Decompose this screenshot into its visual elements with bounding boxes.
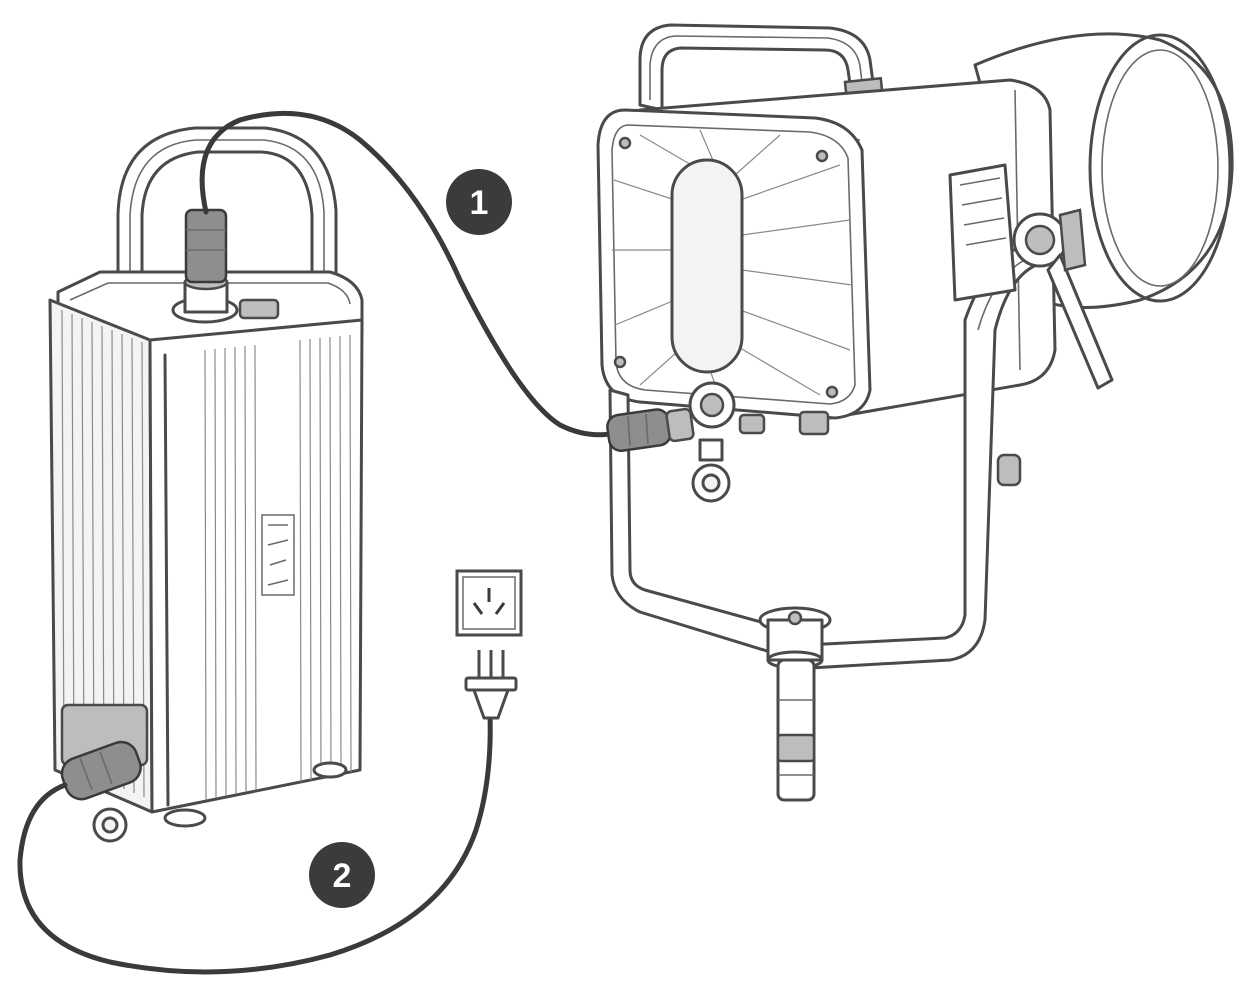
- power-plug-icon: [464, 650, 518, 720]
- ballast-input-socket: [60, 703, 149, 843]
- ballast-output-connector: [171, 208, 280, 324]
- ballast-front-fins: [204, 334, 352, 801]
- fixture-spigot: [758, 606, 832, 802]
- cable-1: [199, 110, 695, 452]
- step-number-1: 1: [470, 184, 489, 222]
- fixture-power-socket: [688, 381, 830, 503]
- light-fixture: [596, 23, 1234, 802]
- ballast-logo: [261, 514, 295, 596]
- power-supply-unit: [48, 126, 364, 843]
- power-outlet-icon: [455, 569, 523, 637]
- step-badge-2: 2: [309, 842, 375, 908]
- step-number-2: 2: [333, 857, 352, 895]
- fixture-front-panel: [596, 108, 872, 420]
- cable-2: [17, 650, 518, 975]
- step-badge-1: 1: [446, 169, 512, 235]
